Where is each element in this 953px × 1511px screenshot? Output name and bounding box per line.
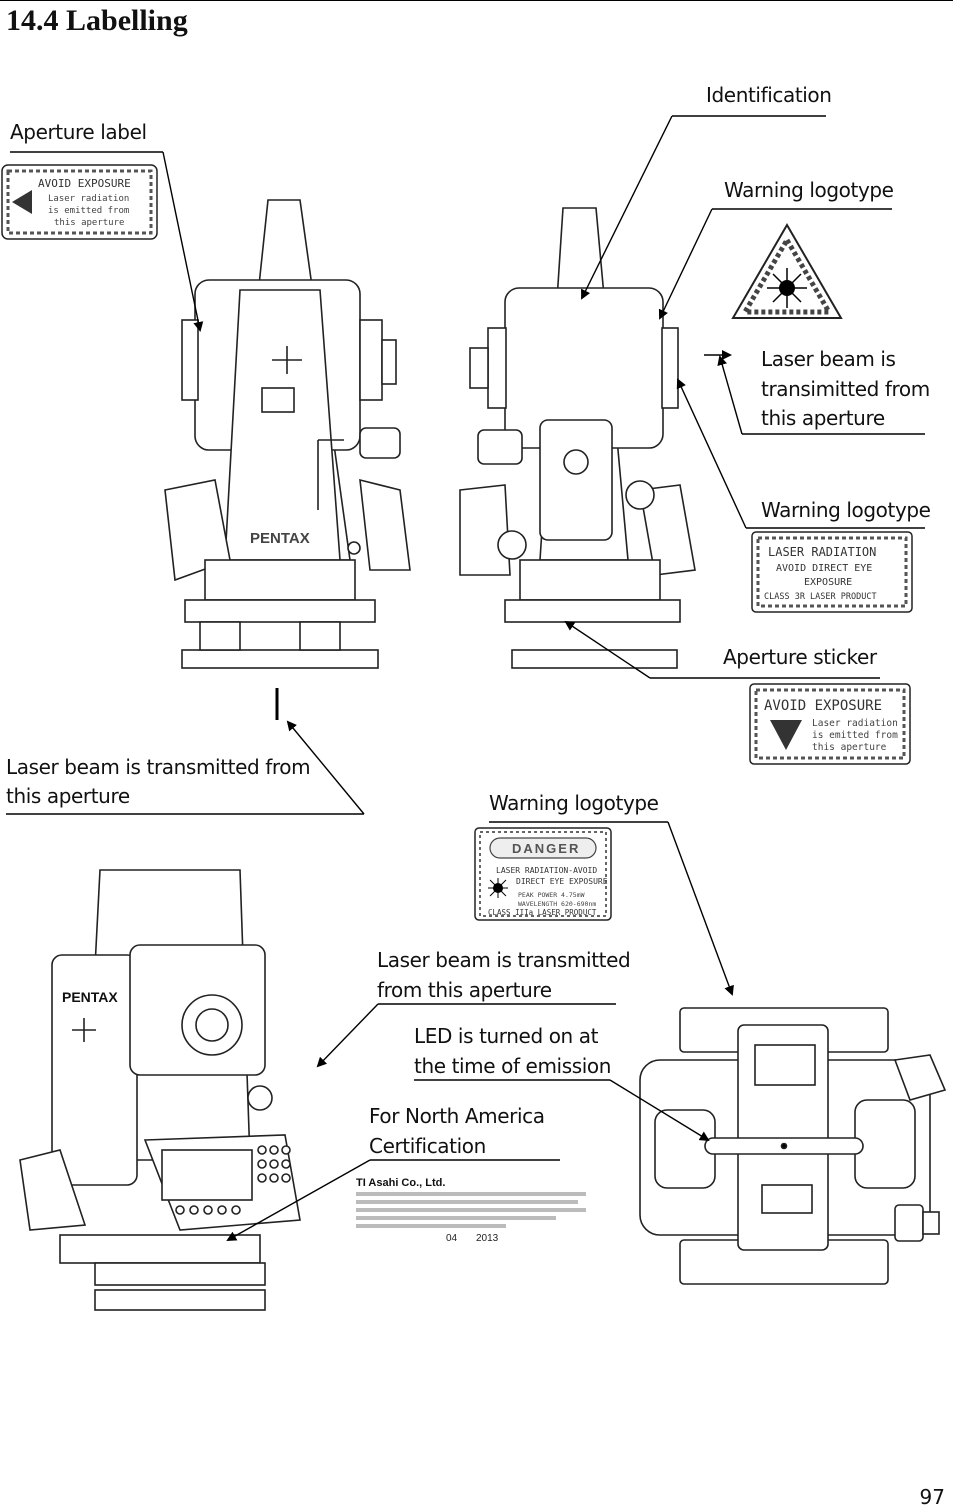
pentax-logo-perspective: PENTAX bbox=[62, 989, 118, 1005]
callout-laser-beam-right-line2: transimitted from bbox=[761, 377, 930, 401]
top-rule bbox=[0, 0, 953, 1]
page-number: 97 bbox=[919, 1485, 945, 1509]
instrument-front-view bbox=[164, 199, 411, 669]
svg-text:WAVELENGTH 620-690nm: WAVELENGTH 620-690nm bbox=[518, 900, 596, 908]
callout-warning-logotype-1: Warning logotype bbox=[724, 178, 894, 202]
callout-led-line2: the time of emission bbox=[414, 1054, 612, 1078]
callout-laser-beam-left-line2: this aperture bbox=[6, 784, 130, 808]
aperture-label-graphic: AVOID EXPOSURE Laser radiation is emitte… bbox=[1, 164, 158, 240]
callout-warning-logotype-2: Warning logotype bbox=[761, 498, 931, 522]
callout-laser-beam-mid-line2: from this aperture bbox=[377, 978, 552, 1002]
svg-text:is emitted from: is emitted from bbox=[48, 206, 129, 216]
svg-text:2013: 2013 bbox=[476, 1233, 499, 1244]
callout-laser-beam-right-line3: this aperture bbox=[761, 406, 885, 430]
certification-graphic: TI Asahi Co., Ltd. 04 2013 bbox=[356, 1177, 586, 1244]
instrument-perspective-view bbox=[19, 869, 301, 1311]
svg-text:AVOID EXPOSURE: AVOID EXPOSURE bbox=[38, 177, 131, 190]
svg-text:LASER RADIATION-AVOID: LASER RADIATION-AVOID bbox=[496, 866, 597, 875]
svg-text:DANGER: DANGER bbox=[512, 841, 580, 856]
callout-identification: Identification bbox=[706, 83, 832, 107]
svg-text:EXPOSURE: EXPOSURE bbox=[804, 577, 852, 588]
laser-warning-triangle bbox=[731, 223, 843, 319]
instrument-top-view bbox=[639, 1007, 947, 1285]
svg-text:this aperture: this aperture bbox=[812, 742, 887, 753]
callout-na-certification-line2: Certification bbox=[369, 1134, 486, 1158]
instrument-back-view bbox=[459, 207, 696, 669]
callout-laser-beam-right-line1: Laser beam is bbox=[761, 347, 896, 371]
svg-text:PEAK POWER 4.75mW: PEAK POWER 4.75mW bbox=[518, 891, 585, 899]
aperture-sticker-graphic: AVOID EXPOSURE Laser radiation is emitte… bbox=[749, 683, 911, 765]
section-title: 14.4 Labelling bbox=[6, 4, 188, 37]
callout-aperture-label: Aperture label bbox=[10, 120, 147, 144]
callout-warning-logotype-3: Warning logotype bbox=[489, 791, 659, 815]
svg-text:LASER RADIATION: LASER RADIATION bbox=[768, 545, 876, 559]
svg-text:04: 04 bbox=[446, 1233, 458, 1244]
class-3r-label-graphic: LASER RADIATION AVOID DIRECT EYE EXPOSUR… bbox=[751, 531, 913, 613]
svg-text:Laser radiation: Laser radiation bbox=[812, 718, 898, 729]
callout-aperture-sticker: Aperture sticker bbox=[723, 645, 877, 669]
callout-laser-beam-mid-line1: Laser beam is transmitted bbox=[377, 948, 631, 972]
svg-text:AVOID EXPOSURE: AVOID EXPOSURE bbox=[764, 698, 882, 714]
callout-na-certification-line1: For North America bbox=[369, 1104, 545, 1128]
svg-text:Laser radiation: Laser radiation bbox=[48, 194, 129, 204]
svg-text:CLASS 3R LASER PRODUCT: CLASS 3R LASER PRODUCT bbox=[764, 592, 877, 602]
svg-text:this aperture: this aperture bbox=[54, 218, 124, 228]
danger-label-graphic: DANGER LASER RADIATION-AVOID DIRECT EYE … bbox=[474, 827, 612, 921]
svg-text:DIRECT EYE EXPOSURE: DIRECT EYE EXPOSURE bbox=[516, 877, 608, 886]
pentax-logo-front: PENTAX bbox=[250, 530, 310, 547]
svg-text:is emitted from: is emitted from bbox=[812, 730, 898, 741]
callout-led-line1: LED is turned on at bbox=[414, 1024, 599, 1048]
svg-text:TI Asahi Co., Ltd.: TI Asahi Co., Ltd. bbox=[356, 1177, 445, 1189]
callout-laser-beam-left-line1: Laser beam is transmitted from bbox=[6, 755, 311, 779]
svg-text:CLASS IIIa LASER PRODUCT: CLASS IIIa LASER PRODUCT bbox=[488, 908, 597, 917]
svg-text:AVOID DIRECT EYE: AVOID DIRECT EYE bbox=[776, 563, 872, 574]
